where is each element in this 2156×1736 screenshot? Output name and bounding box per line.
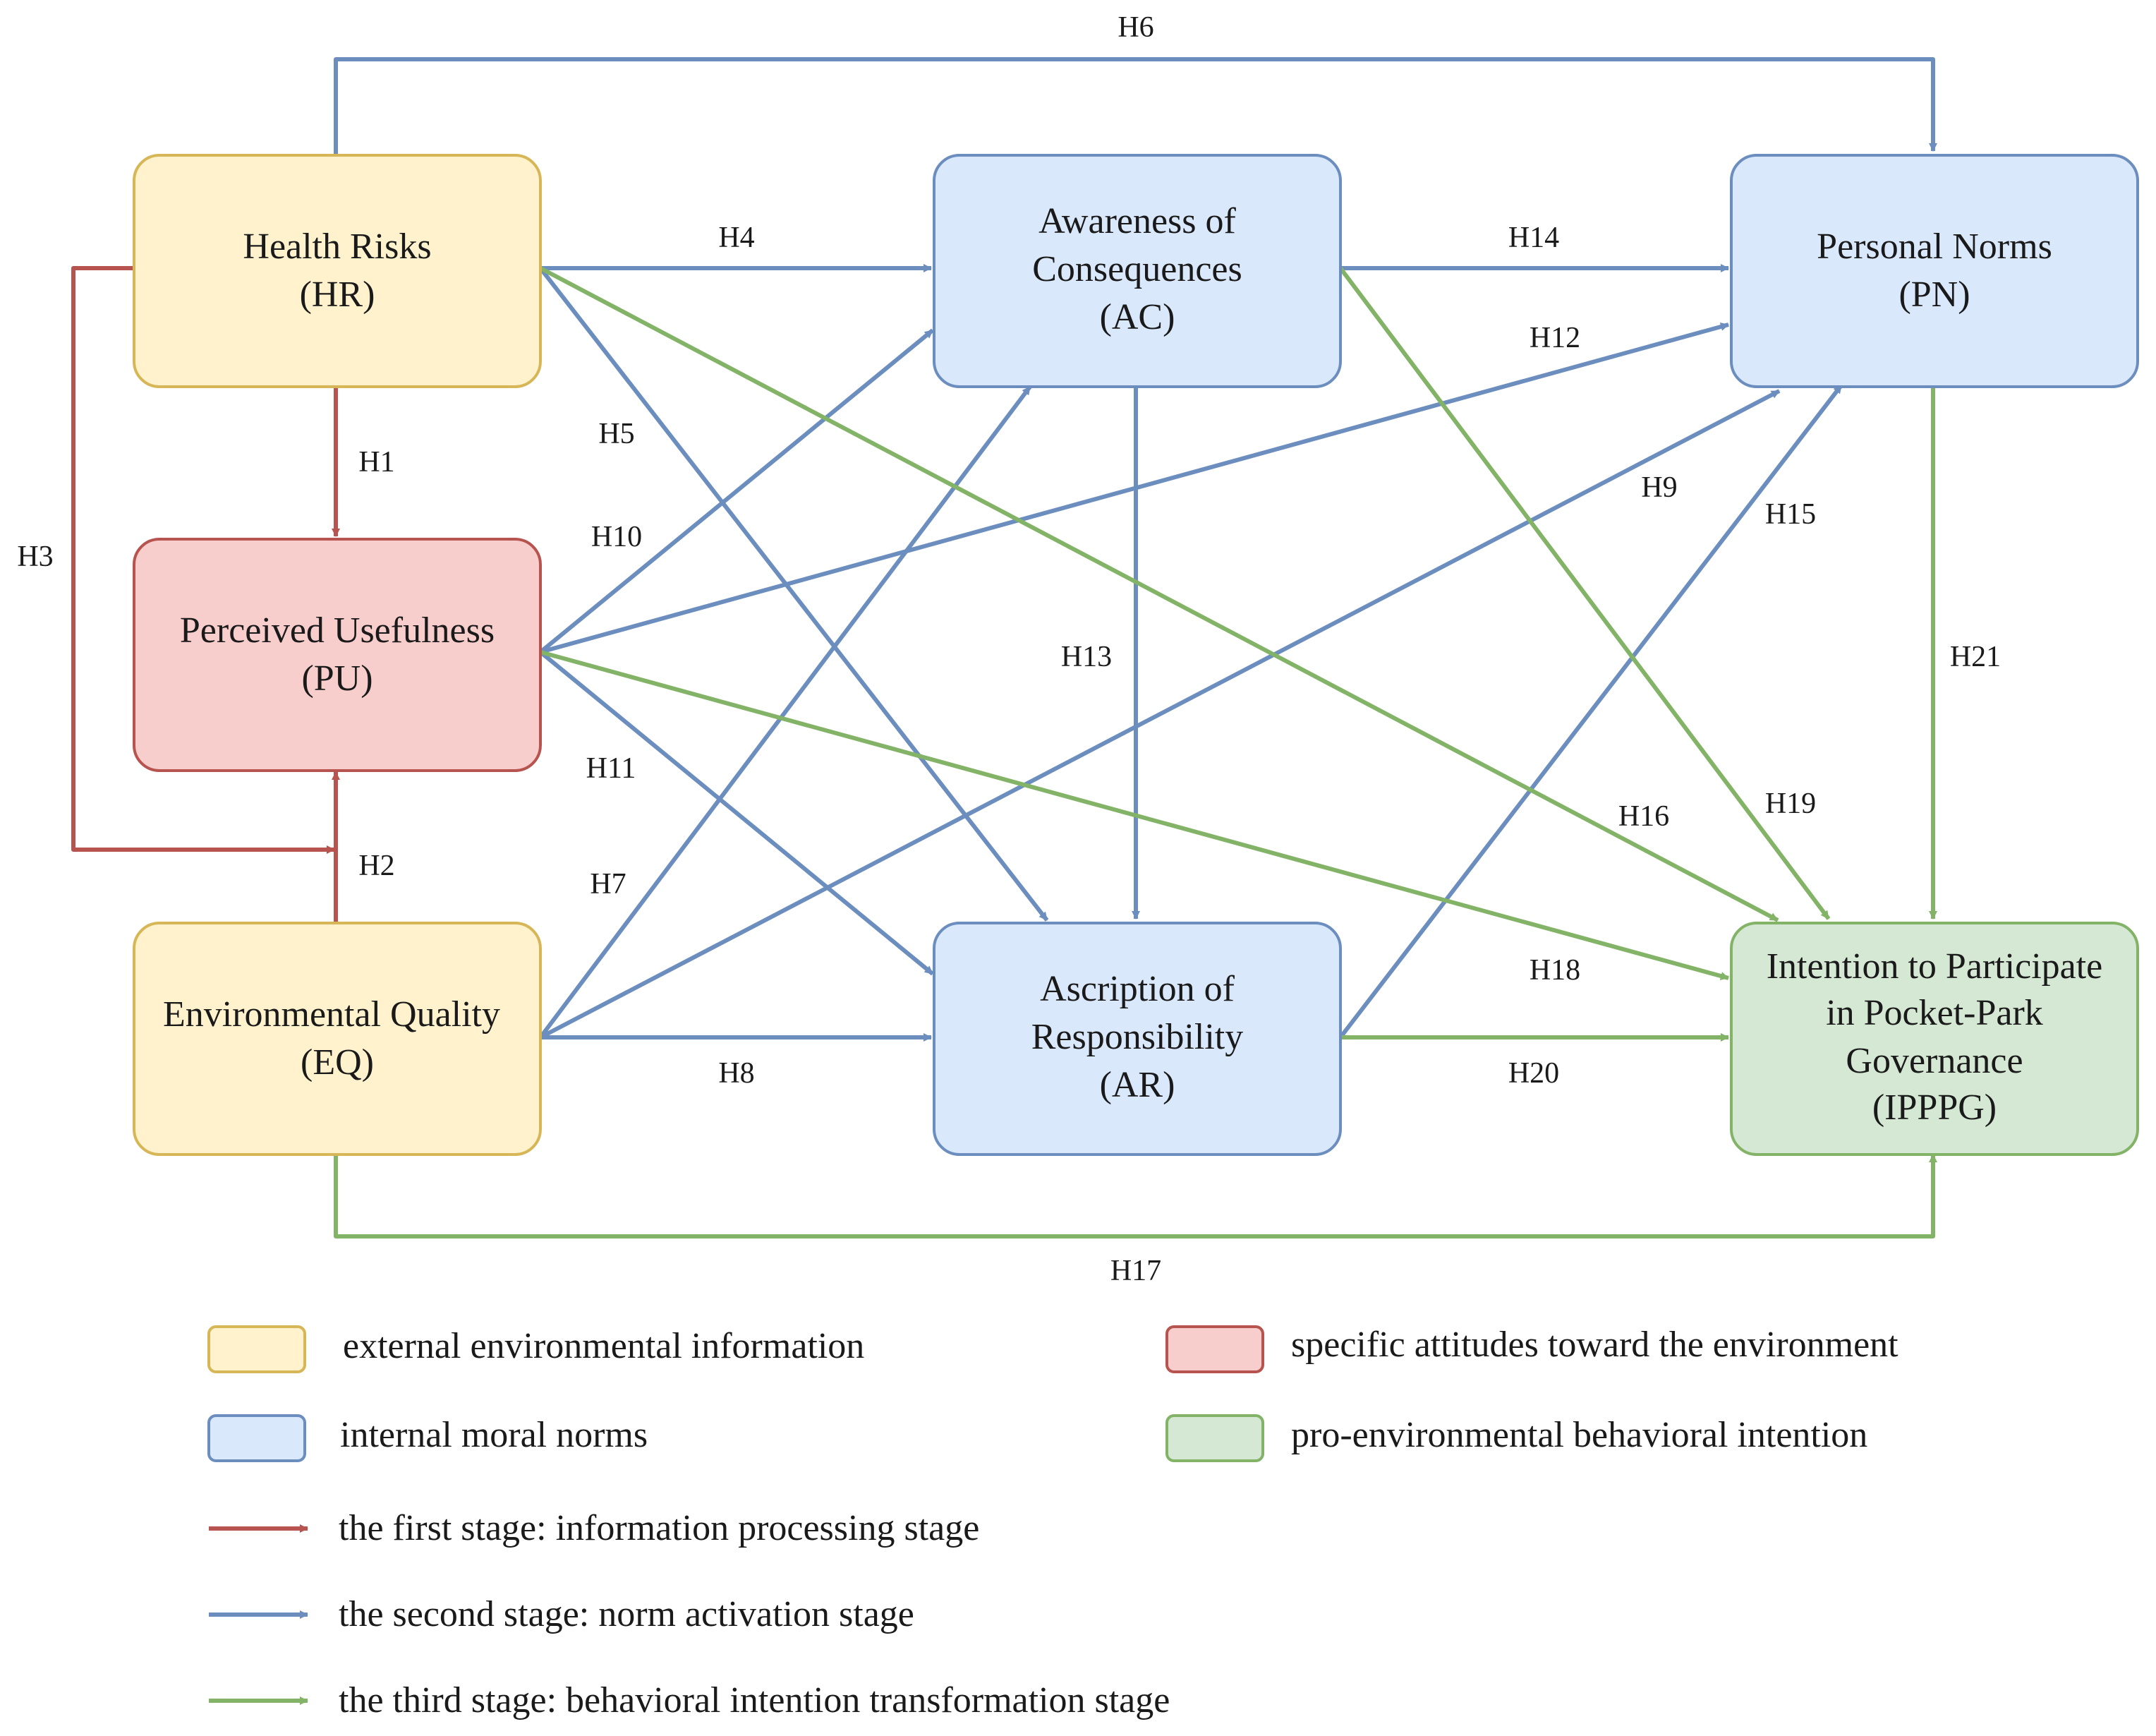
- edge-h16-hr-ipppg: [539, 266, 1779, 922]
- legend-label-stage2: the second stage: norm activation stage: [339, 1594, 914, 1634]
- edge-h15-ar-pn: [1338, 384, 1843, 1039]
- edge-h18-pu-ipppg: [540, 650, 1729, 980]
- node-abbrev: (IPPPG): [1872, 1087, 1997, 1128]
- label-h3: H3: [17, 541, 53, 573]
- label-h21: H21: [1950, 641, 2001, 673]
- legend-swatch-red: [1165, 1325, 1264, 1373]
- label-h11: H11: [586, 752, 636, 785]
- legend-swatch-yellow: [207, 1325, 306, 1373]
- label-h12: H12: [1530, 322, 1580, 354]
- node-label-line2: Consequences: [1032, 249, 1242, 289]
- edge-h6-hr-pn: [334, 57, 1937, 155]
- node-label-line2: in Pocket-Park: [1826, 993, 2043, 1033]
- legend-label-stage3: the third stage: behavioral intention tr…: [339, 1680, 1170, 1720]
- node-awareness-of-consequences: Awareness of Consequences (AC): [933, 154, 1342, 388]
- legend-swatch-green: [1165, 1414, 1264, 1462]
- label-h7: H7: [590, 868, 626, 900]
- label-h19: H19: [1765, 788, 1816, 820]
- label-h14: H14: [1508, 222, 1559, 254]
- label-h20: H20: [1508, 1057, 1559, 1090]
- node-perceived-usefulness: Perceived Usefulness (PU): [133, 538, 542, 772]
- label-h6: H6: [1118, 11, 1153, 44]
- label-h4: H4: [718, 222, 754, 254]
- legend-label-internal: internal moral norms: [340, 1415, 648, 1455]
- node-health-risks: Health Risks (HR): [133, 154, 542, 388]
- label-h2: H2: [358, 850, 394, 882]
- node-label-line3: Governance: [1846, 1041, 2023, 1081]
- edge-h19-ac-ipppg: [1338, 267, 1831, 920]
- node-label: Environmental Quality: [163, 994, 500, 1035]
- label-h17: H17: [1110, 1255, 1161, 1287]
- legend-label-external: external environmental information: [343, 1326, 864, 1366]
- node-label: Perceived Usefulness: [180, 610, 495, 651]
- legend-swatch-blue: [207, 1414, 306, 1462]
- edge-h17-eq-ipppg: [334, 1152, 1937, 1238]
- node-label-line1: Ascription of: [1040, 969, 1235, 1009]
- node-label-line1: Awareness of: [1038, 201, 1236, 241]
- label-h5: H5: [598, 418, 634, 450]
- node-ascription-of-responsibility: Ascription of Responsibility (AR): [933, 922, 1342, 1156]
- node-abbrev: (EQ): [301, 1042, 374, 1083]
- node-label: Health Risks: [243, 227, 431, 267]
- node-label-line1: Intention to Participate: [1767, 946, 2103, 987]
- edge-h9-eq-pn: [539, 389, 1781, 1039]
- label-h16: H16: [1618, 800, 1669, 833]
- node-abbrev: (HR): [300, 275, 375, 315]
- label-h9: H9: [1641, 471, 1677, 504]
- label-h15: H15: [1765, 498, 1816, 531]
- label-h10: H10: [591, 521, 642, 553]
- label-h13: H13: [1061, 641, 1112, 673]
- node-abbrev: (PU): [301, 658, 373, 699]
- node-abbrev: (AC): [1100, 297, 1175, 337]
- edge-h7-eq-ac: [538, 385, 1032, 1039]
- edge-h11-pu-ar: [539, 650, 934, 976]
- node-label: Personal Norms: [1817, 227, 2052, 267]
- legend-label-intention: pro-environmental behavioral intention: [1291, 1415, 1867, 1455]
- edge-h5-hr-ar: [538, 267, 1049, 922]
- legend: external environmental information speci…: [207, 1325, 1898, 1720]
- edge-h10-pu-ac: [539, 328, 934, 654]
- legend-label-stage1: the first stage: information processing …: [339, 1508, 979, 1548]
- node-personal-norms: Personal Norms (PN): [1730, 154, 2139, 388]
- label-h8: H8: [718, 1057, 754, 1090]
- node-environmental-quality: Environmental Quality (EQ): [133, 922, 542, 1156]
- node-label-line2: Responsibility: [1031, 1017, 1243, 1057]
- edge-h3-hr-pu: [71, 266, 335, 854]
- node-abbrev: (PN): [1898, 275, 1970, 315]
- label-h1: H1: [358, 446, 394, 478]
- legend-label-attitudes: specific attitudes toward the environmen…: [1291, 1325, 1898, 1365]
- node-abbrev: (AR): [1100, 1065, 1175, 1105]
- node-intention-to-participate: Intention to Participate in Pocket-Park …: [1730, 922, 2139, 1156]
- label-h18: H18: [1530, 954, 1580, 987]
